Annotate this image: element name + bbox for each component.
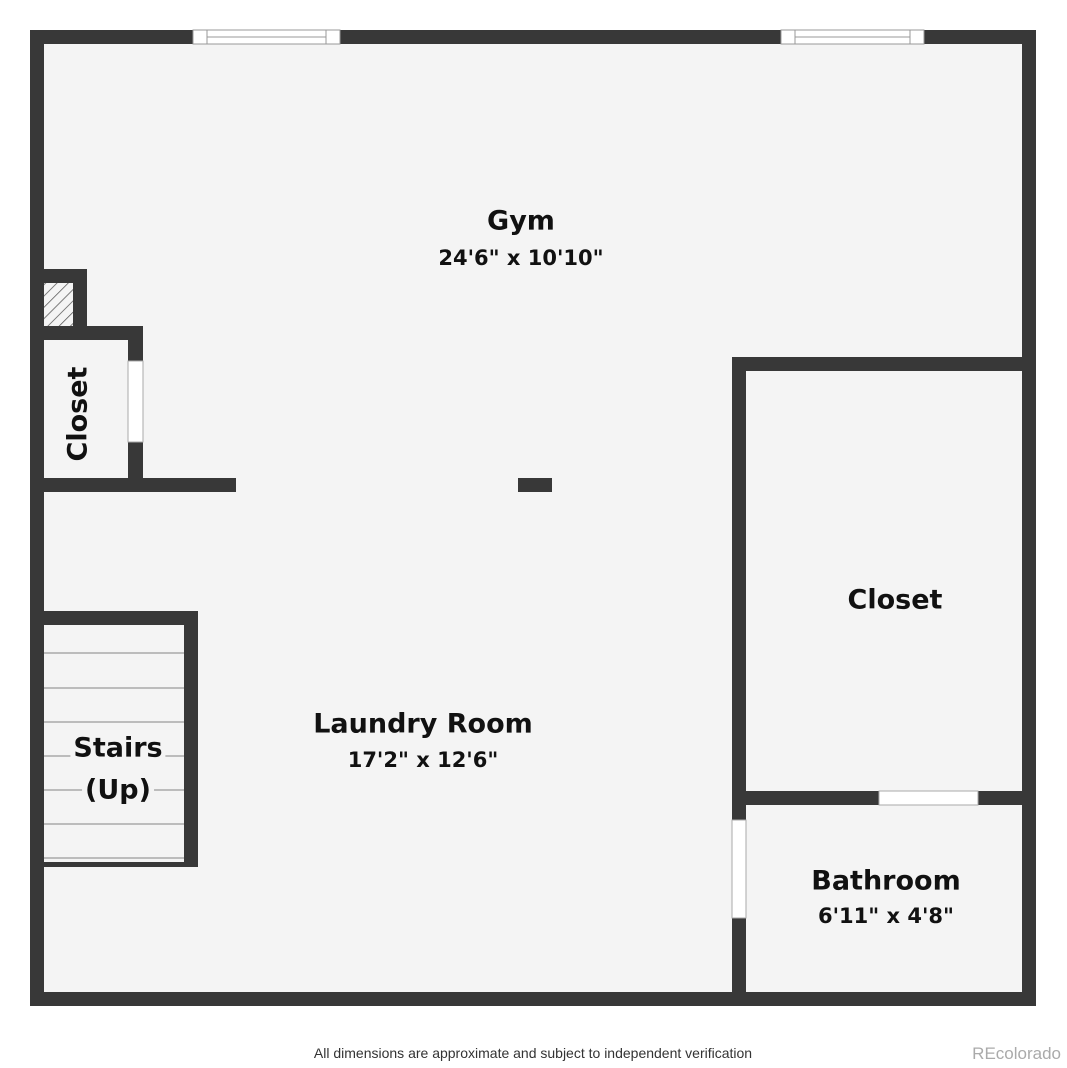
room-dims-laundry: 17'2" x 12'6" bbox=[347, 748, 499, 772]
brand-logo: REcolorado bbox=[972, 1044, 1061, 1063]
utility-shaft bbox=[44, 283, 73, 326]
floor bbox=[30, 30, 1036, 1006]
windows bbox=[192, 29, 925, 45]
room-label-stairs: Stairs bbox=[70, 732, 166, 764]
room-label-stairs-up: (Up) bbox=[82, 774, 154, 806]
room-label-gym: Gym bbox=[487, 205, 555, 237]
room-label-laundry: Laundry Room bbox=[313, 708, 533, 740]
room-label-large-closet: Closet bbox=[847, 584, 943, 616]
room-label-small-closet: Closet bbox=[62, 366, 94, 462]
doors bbox=[127, 360, 979, 919]
disclaimer: All dimensions are approximate and subje… bbox=[313, 1045, 753, 1061]
room-dims-gym: 24'6" x 10'10" bbox=[438, 246, 604, 270]
room-label-bathroom: Bathroom bbox=[811, 865, 961, 897]
room-dims-bathroom: 6'11" x 4'8" bbox=[818, 904, 954, 928]
